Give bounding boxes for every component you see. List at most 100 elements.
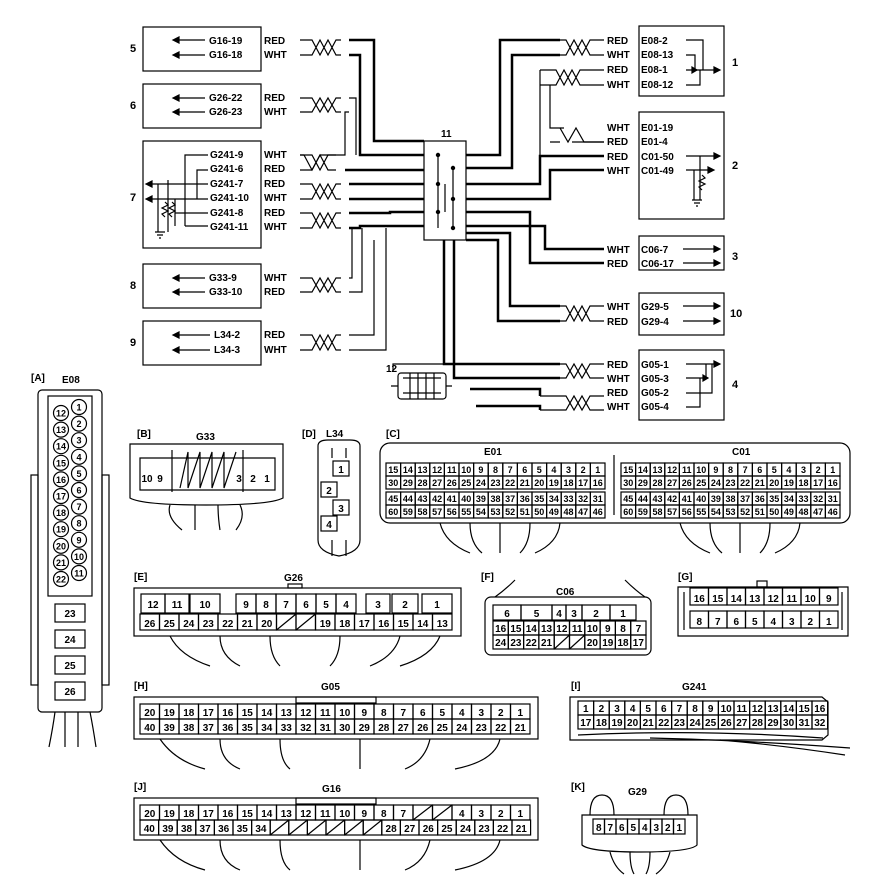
pin-number: 38 bbox=[181, 824, 193, 835]
pin-number: 3 bbox=[478, 809, 484, 820]
pin-number: 10 bbox=[721, 704, 733, 715]
pin-number: 4 bbox=[642, 823, 648, 834]
pin-number: 7 bbox=[715, 617, 721, 628]
pin-number: 12 bbox=[56, 409, 66, 419]
pin-number: 27 bbox=[404, 824, 416, 835]
pin-cell bbox=[54, 655, 86, 675]
pin-number: 19 bbox=[56, 525, 66, 535]
pin-number: 31 bbox=[320, 723, 332, 734]
pin-number: 18 bbox=[183, 708, 195, 719]
pin-cell bbox=[332, 499, 350, 516]
svg-text:WHT: WHT bbox=[607, 80, 630, 91]
svg-text:RED: RED bbox=[264, 179, 285, 190]
svg-text:L34-3: L34-3 bbox=[214, 345, 241, 356]
pin-number: 9 bbox=[76, 535, 81, 545]
pin-number: 40 bbox=[696, 494, 706, 504]
pin-number: 6 bbox=[619, 823, 625, 834]
pin-number: 46 bbox=[593, 507, 603, 517]
svg-text:[D]: [D] bbox=[302, 429, 316, 440]
pin-number: 5 bbox=[645, 704, 651, 715]
pin-number: 18 bbox=[339, 619, 351, 630]
pin-number: 2 bbox=[76, 419, 81, 429]
svg-text:RED: RED bbox=[607, 388, 628, 399]
connector-j-key bbox=[295, 797, 377, 805]
pin-number: 26 bbox=[721, 718, 733, 729]
pin-number: 6 bbox=[76, 486, 81, 496]
pin-number: 4 bbox=[551, 465, 556, 475]
left-pin-labels: G16-19 G16-18 G26-22 G26-23 G241-9 G241-… bbox=[209, 36, 249, 356]
pin-number: 5 bbox=[439, 708, 445, 719]
svg-text:WHT: WHT bbox=[264, 273, 287, 284]
svg-text:E08-2: E08-2 bbox=[641, 36, 668, 47]
pin-number: 48 bbox=[798, 507, 808, 517]
pin-number: 4 bbox=[770, 617, 776, 628]
pin-number: 21 bbox=[515, 723, 527, 734]
box-number: 7 bbox=[130, 192, 136, 204]
pin-number: 16 bbox=[222, 708, 234, 719]
junction-dots bbox=[435, 152, 456, 231]
svg-text:E01-4: E01-4 bbox=[641, 137, 668, 148]
pin-cell bbox=[189, 593, 221, 614]
pin-number: 11 bbox=[682, 465, 692, 475]
pin-number: 6 bbox=[733, 617, 739, 628]
pin-number: 39 bbox=[476, 494, 486, 504]
pin-number: 22 bbox=[56, 575, 66, 585]
pin-circle bbox=[70, 481, 88, 499]
pin-number: 13 bbox=[652, 465, 662, 475]
pin-number: 24 bbox=[456, 723, 468, 734]
pin-number: 19 bbox=[549, 478, 559, 488]
pin-number: 35 bbox=[769, 494, 779, 504]
pin-number: 2 bbox=[581, 465, 586, 475]
pin-number: 32 bbox=[578, 494, 588, 504]
pin-number: 54 bbox=[711, 507, 721, 517]
svg-text:G05-4: G05-4 bbox=[641, 402, 669, 413]
pin-number: 8 bbox=[381, 708, 387, 719]
pin-number: 42 bbox=[432, 494, 442, 504]
svg-text:G16: G16 bbox=[322, 784, 341, 795]
pin-number: 2 bbox=[593, 609, 599, 620]
pin-circle bbox=[52, 570, 70, 588]
connector-b-key bbox=[179, 451, 237, 489]
pin-number: 1 bbox=[595, 465, 600, 475]
pin-circle bbox=[52, 421, 70, 438]
connector-d-notch bbox=[331, 448, 347, 556]
pin-number: 31 bbox=[799, 718, 811, 729]
pin-number: 24 bbox=[689, 718, 701, 729]
pin-number: 30 bbox=[783, 718, 795, 729]
pin-number: 8 bbox=[620, 624, 626, 635]
empty-cell-slash bbox=[362, 819, 383, 836]
pin-number: 15 bbox=[623, 465, 633, 475]
pin-number: 16 bbox=[56, 475, 66, 485]
connector-e-wires bbox=[169, 635, 441, 667]
pin-number: 35 bbox=[237, 824, 249, 835]
pin-number: 8 bbox=[728, 465, 733, 475]
pin-number: 10 bbox=[805, 594, 817, 605]
svg-text:[G]: [G] bbox=[678, 572, 692, 583]
pin-number: 5 bbox=[752, 617, 758, 628]
pin-number: 7 bbox=[400, 809, 406, 820]
connector-k-wires bbox=[609, 851, 671, 875]
empty-cell-slash bbox=[553, 634, 570, 650]
pin-number: 23 bbox=[476, 723, 488, 734]
pin-number: 15 bbox=[799, 704, 811, 715]
svg-text:RED: RED bbox=[607, 65, 628, 76]
pin-number: 14 bbox=[526, 624, 538, 635]
pin-number: 38 bbox=[490, 494, 500, 504]
svg-text:RED: RED bbox=[607, 317, 628, 328]
pin-number: 1 bbox=[583, 704, 589, 715]
pin-number: 6 bbox=[504, 609, 510, 620]
pin-number: 6 bbox=[757, 465, 762, 475]
pin-number: 6 bbox=[303, 600, 309, 611]
pin-number: 34 bbox=[255, 824, 267, 835]
pin-number: 41 bbox=[682, 494, 692, 504]
pin-number: 22 bbox=[222, 619, 234, 630]
svg-text:L34: L34 bbox=[326, 429, 344, 440]
pin-number: 16 bbox=[828, 478, 838, 488]
pin-number: 45 bbox=[623, 494, 633, 504]
pin-number: 4 bbox=[326, 520, 332, 531]
pin-number: 4 bbox=[786, 465, 791, 475]
pin-number: 43 bbox=[652, 494, 662, 504]
pin-number: 57 bbox=[667, 507, 677, 517]
pin-number: 1 bbox=[264, 474, 270, 485]
pin-circle bbox=[52, 454, 70, 471]
